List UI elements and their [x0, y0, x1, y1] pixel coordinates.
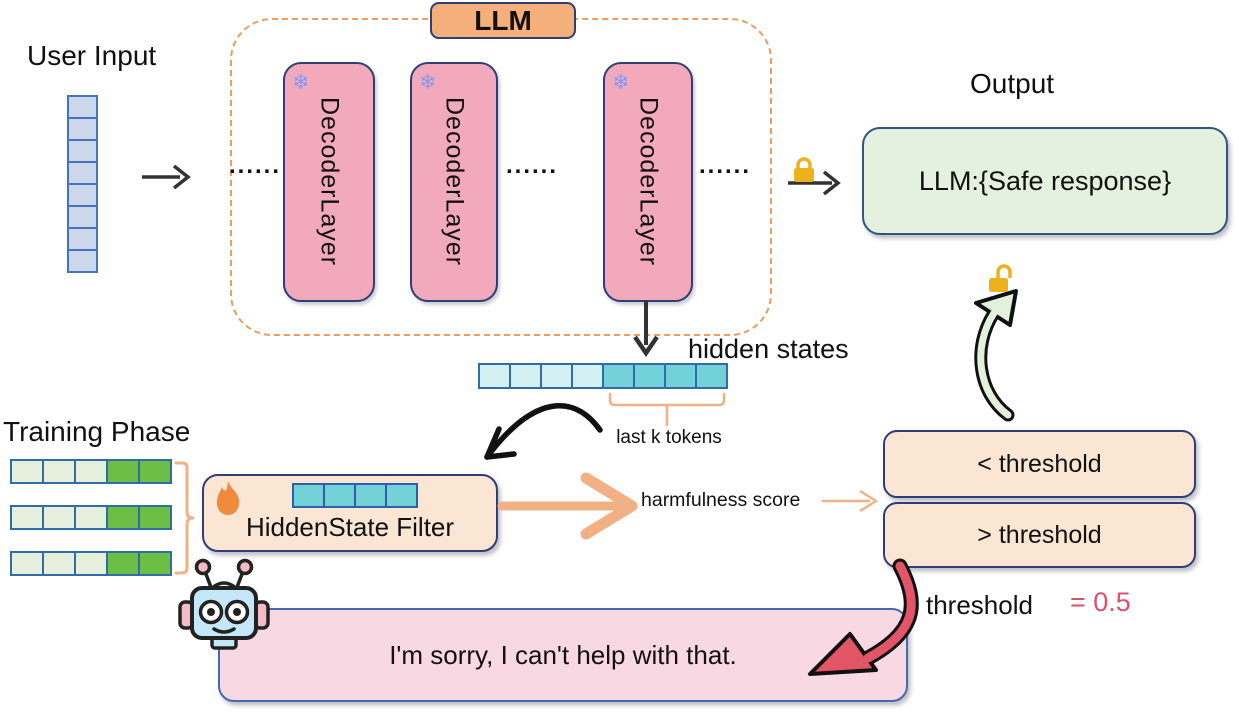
- to-filter-arrow-icon: [484, 403, 603, 460]
- snowflake-icon: ❄: [292, 71, 310, 94]
- token-cell: [67, 227, 98, 251]
- user-input-label: User Input: [27, 40, 157, 71]
- harmfulness-score-label: harmfulness score: [641, 489, 801, 511]
- token-cell: [67, 183, 98, 207]
- hidden-states-row: [478, 363, 728, 389]
- decoder-layer-label: DecoderLayer: [440, 97, 469, 267]
- gt-threshold-box: > threshold: [883, 502, 1196, 568]
- robot-icon: [178, 558, 270, 650]
- token-cell: [42, 459, 76, 484]
- token-cell: [67, 161, 98, 185]
- user-input-token-column: [67, 95, 98, 273]
- threshold-word-label: threshold: [926, 590, 1033, 620]
- token-cell: [67, 205, 98, 229]
- decoder-layer-3: ❄ DecoderLayer: [603, 62, 693, 302]
- output-label: Output: [970, 68, 1055, 99]
- token-cell: [10, 459, 44, 484]
- token-cell: [42, 505, 76, 530]
- llm-chip-label: LLM: [474, 4, 532, 36]
- output-arrow-icon: [788, 170, 841, 196]
- last-k-tokens-label: last k tokens: [616, 427, 722, 448]
- token-cell: [138, 505, 172, 530]
- training-row-1: [10, 459, 172, 484]
- closed-lock-icon: [794, 157, 814, 182]
- token-cell: [74, 459, 108, 484]
- token-cell: [106, 551, 140, 576]
- token-cell: [67, 95, 98, 119]
- fire-icon: [216, 481, 240, 515]
- token-cell: [67, 249, 98, 273]
- gt-threshold-label: > threshold: [977, 520, 1102, 549]
- training-row-3: [10, 551, 172, 576]
- reject-arrow-icon: [808, 558, 919, 676]
- snowflake-icon: ❄: [419, 71, 437, 94]
- training-brace-icon: [174, 461, 195, 575]
- token-cell: [385, 483, 418, 508]
- ellipsis-dots-2: ......: [506, 152, 559, 179]
- lt-threshold-box: < threshold: [883, 430, 1196, 498]
- hidden-states-label: hidden states: [688, 334, 849, 364]
- token-cell: [664, 363, 697, 389]
- score-arrow-icon: [497, 472, 638, 540]
- token-cell: [292, 483, 325, 508]
- token-cell: [602, 363, 635, 389]
- open-lock-icon: [989, 264, 1012, 292]
- lt-threshold-label: < threshold: [977, 449, 1102, 478]
- ellipsis-dots-3: ......: [699, 152, 752, 179]
- safe-response-box: LLM:{Safe response}: [862, 127, 1228, 235]
- decoder-layer-label: DecoderLayer: [634, 97, 663, 267]
- token-cell: [106, 459, 140, 484]
- refusal-text: I'm sorry, I can't help with that.: [389, 639, 737, 670]
- to-threshold-arrow-icon: [822, 489, 879, 513]
- snowflake-icon: ❄: [612, 71, 630, 94]
- token-cell: [67, 117, 98, 141]
- decoder-layer-1: ❄ DecoderLayer: [283, 62, 375, 302]
- token-cell: [74, 551, 108, 576]
- token-cell: [74, 505, 108, 530]
- last-k-brace-icon: [608, 392, 726, 427]
- token-cell: [10, 505, 44, 530]
- input-arrow-icon: [142, 164, 191, 190]
- ellipsis-dots-1: ......: [229, 152, 282, 179]
- pass-arrow-icon: [974, 289, 1018, 422]
- decoder-layer-label: DecoderLayer: [315, 97, 344, 267]
- token-cell: [42, 551, 76, 576]
- safe-response-text: LLM:{Safe response}: [918, 165, 1172, 196]
- token-cell: [323, 483, 356, 508]
- filter-token-row: [292, 483, 418, 508]
- token-cell: [509, 363, 542, 389]
- hidden-state-filter-box: HiddenState Filter: [202, 474, 498, 552]
- token-cell: [67, 139, 98, 163]
- hidden-state-filter-label: HiddenState Filter: [245, 512, 455, 542]
- training-row-2: [10, 505, 172, 530]
- refusal-box: I'm sorry, I can't help with that.: [218, 608, 908, 702]
- hidden-states-arrow-icon: [633, 300, 659, 357]
- token-cell: [138, 459, 172, 484]
- threshold-value-label: = 0.5: [1070, 587, 1131, 617]
- token-cell: [633, 363, 666, 389]
- token-cell: [354, 483, 387, 508]
- decoder-layer-2: ❄ DecoderLayer: [410, 62, 498, 302]
- llm-chip: LLM: [430, 2, 576, 39]
- token-cell: [138, 551, 172, 576]
- token-cell: [695, 363, 728, 389]
- token-cell: [10, 551, 44, 576]
- training-phase-label: Training Phase: [3, 416, 191, 447]
- token-cell: [106, 505, 140, 530]
- token-cell: [540, 363, 573, 389]
